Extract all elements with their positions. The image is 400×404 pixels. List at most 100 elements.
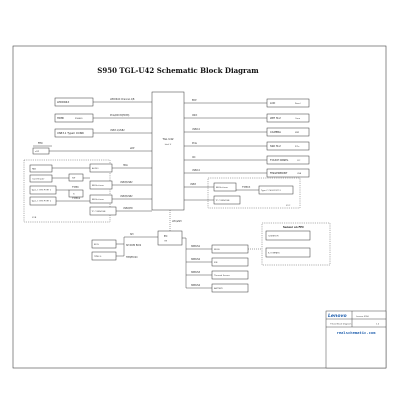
doc-title: TGL-U Block Diagram bbox=[330, 323, 351, 326]
title-block: Lenovo Lenovo S950 TGL-U Block Diagram 1… bbox=[325, 310, 387, 369]
mid-left-signal-1: HDA bbox=[123, 164, 128, 167]
fpc-label: FPC bbox=[38, 141, 43, 145]
page-frame bbox=[12, 45, 387, 369]
io-left-signal-1: TYPEC bbox=[72, 186, 79, 189]
svg-text:Thermal Sensor: Thermal Sensor bbox=[214, 274, 230, 277]
watermark: realschematic.com bbox=[337, 330, 377, 335]
svg-text:TPM2.0: TPM2.0 bbox=[94, 256, 102, 258]
svg-text:I2C: I2C bbox=[297, 160, 301, 162]
svg-text:CAMERA: CAMERA bbox=[270, 130, 281, 134]
sensor-ecompass: E-COMPASS bbox=[265, 247, 311, 258]
svg-text:K/B: K/B bbox=[214, 262, 218, 264]
svg-text:USB: USB bbox=[297, 173, 302, 175]
svg-text:BB Re-timer: BB Re-timer bbox=[92, 198, 104, 201]
svg-text:FINGERPRINT: FINGERPRINT bbox=[270, 171, 288, 175]
io-left-ic bbox=[68, 189, 84, 198]
svg-text:TC CONN/USB: TC CONN/USB bbox=[92, 211, 107, 213]
right-signal-6: USB2.0 bbox=[192, 169, 201, 172]
svg-text:KB BL: KB BL bbox=[214, 249, 221, 251]
svg-text:FAN: FAN bbox=[32, 168, 36, 171]
right-block-lcd: LCD Panel bbox=[266, 98, 310, 108]
io-left-switch-label: SW bbox=[72, 178, 75, 180]
svg-text:HDMI: HDMI bbox=[57, 116, 64, 120]
left-block-1: LPDDR4X bbox=[54, 97, 94, 107]
cpu-sub: Intel U bbox=[165, 143, 172, 146]
mid-left-audio: AUDIO bbox=[89, 163, 113, 173]
right-signal-5: I2C bbox=[192, 156, 196, 159]
right-signal-3: USB2.0 bbox=[192, 128, 201, 131]
io-right-retimer: BB Re-timer bbox=[213, 182, 237, 192]
fpc-edp-label: eDP bbox=[35, 151, 40, 153]
bottom-right-kb: K/B bbox=[211, 257, 249, 267]
io-right-signal-1: USB3 bbox=[190, 183, 196, 186]
svg-text:Conn: Conn bbox=[295, 118, 301, 120]
diagram-title: S950 TGL-U42 Schematic Block Diagram bbox=[97, 66, 259, 75]
svg-text:PS8409: PS8409 bbox=[75, 118, 83, 120]
right-block-fingerprint: FINGERPRINT USB bbox=[266, 168, 310, 178]
svg-text:BB Re-timer: BB Re-timer bbox=[216, 186, 228, 189]
io-right-tc-conn: TC CONN/USB bbox=[213, 195, 241, 205]
bottom-right-thermal: Thermal Sensor bbox=[211, 270, 249, 280]
svg-text:Panel: Panel bbox=[295, 103, 301, 105]
right-block-touch: TOUCH PANEL I2C bbox=[266, 155, 310, 165]
bottom-right-signal-3: SMBUS3 bbox=[191, 271, 201, 274]
right-block-ssd: SSD M.2 PCIe bbox=[266, 141, 310, 151]
left-block-3: USB3.1 TypeC CONN bbox=[54, 128, 94, 138]
svg-text:LCD: LCD bbox=[270, 101, 275, 105]
ec-signal-left: SPI bbox=[130, 233, 134, 236]
svg-text:E-COMPASS: E-COMPASS bbox=[268, 252, 280, 255]
ec-label: EC bbox=[164, 234, 168, 238]
mid-left-retimer-1: BB Re-timer bbox=[89, 180, 113, 190]
svg-text:G-SENSOR: G-SENSOR bbox=[268, 236, 279, 238]
mid-left-retimer-2: BB Re-timer bbox=[89, 194, 113, 204]
svg-text:PCIe: PCIe bbox=[295, 146, 300, 148]
io-right-group bbox=[207, 177, 301, 209]
io-left-typec-1: Type-C CHG PORT 1 bbox=[29, 185, 57, 195]
io-left-fan: FAN bbox=[29, 164, 53, 173]
io-left-switch bbox=[68, 173, 84, 182]
svg-text:Card Reader: Card Reader bbox=[32, 178, 45, 181]
io-left-group bbox=[23, 159, 111, 223]
right-block-camera: CAMERA MIPI bbox=[266, 127, 310, 137]
mid-left-signal-3: USB3/USB2 bbox=[120, 195, 133, 198]
svg-text:BIOS: BIOS bbox=[94, 244, 100, 246]
sensor-group-label: Sensor on FPC bbox=[283, 225, 304, 229]
cpu-block bbox=[151, 91, 185, 211]
left-block-2: HDMI PS8409 bbox=[54, 113, 94, 123]
project-name: Lenovo S950 bbox=[356, 316, 370, 318]
bottom-left-signal-1: SPI ROM BIOS bbox=[126, 244, 142, 247]
svg-text:Type-C CHG PORT 2: Type-C CHG PORT 2 bbox=[32, 201, 52, 203]
svg-text:AUDIO: AUDIO bbox=[92, 167, 99, 170]
left-signal-1: LPDDR4X Channel A/B bbox=[110, 98, 135, 101]
bottom-right-signal-2: SMBUS2 bbox=[191, 258, 201, 261]
ec-sub: ITE bbox=[164, 241, 168, 243]
left-signal-2: PCIe/DDI B(HDMI) bbox=[110, 114, 129, 117]
bottom-right-battery: BATTERY bbox=[211, 283, 249, 293]
right-block-wifi: WiFi M.2 Conn bbox=[266, 113, 310, 123]
mid-left-tc-conn: TC CONN/USB bbox=[89, 206, 117, 216]
svg-text:TOUCH PANEL: TOUCH PANEL bbox=[270, 158, 289, 162]
bottom-right-signal-4: SMBUS4 bbox=[191, 284, 201, 287]
io-left-signal-2: TYPEC2 bbox=[72, 197, 81, 200]
bottom-right-signal-1: SMBUS1 bbox=[191, 245, 201, 248]
ec-signal-up: LPC/eSPI bbox=[172, 220, 182, 223]
svg-text:SSD M.2: SSD M.2 bbox=[270, 144, 281, 148]
bottom-right-kbbl: KB BL bbox=[211, 244, 249, 254]
io-left-typec-2: Type-C CHG PORT 2 bbox=[29, 196, 57, 206]
svg-text:TC CONN/USB: TC CONN/USB bbox=[216, 200, 231, 202]
svg-text:MIPI: MIPI bbox=[295, 132, 300, 134]
io-left-ic-label: IC bbox=[73, 194, 76, 196]
bottom-left-bios: BIOS bbox=[91, 239, 117, 249]
svg-text:WiFi M.2: WiFi M.2 bbox=[270, 116, 281, 120]
right-signal-2: CNVi bbox=[192, 114, 198, 117]
right-signal-4: PCIe bbox=[192, 142, 197, 145]
io-left-label: IO/B bbox=[32, 217, 37, 219]
svg-text:Type-C CHG PORT 3: Type-C CHG PORT 3 bbox=[261, 190, 281, 192]
brand-logo: Lenovo bbox=[328, 313, 347, 319]
io-left-card-reader: Card Reader bbox=[29, 174, 53, 183]
bottom-left-signal-2: TPM/ECI2C bbox=[126, 256, 138, 259]
right-signal-1: EDP bbox=[192, 99, 197, 102]
io-right-signal-2: TYPEC3 bbox=[242, 186, 251, 189]
